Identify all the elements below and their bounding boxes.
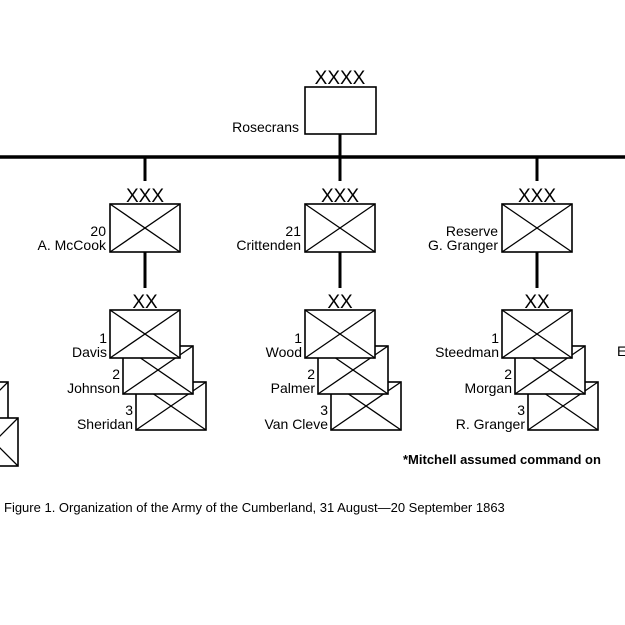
unit-cross-line [501, 309, 573, 359]
division-echelon-symbol: XX [132, 292, 158, 313]
corps-echelon-symbol: XXX [518, 186, 556, 207]
unit-cross-line [109, 203, 181, 253]
left-edge-fragment [0, 381, 19, 467]
army-commander-label: Rosecrans [232, 119, 299, 135]
army-unit-box [304, 86, 377, 135]
unit-cross-line [304, 309, 376, 359]
division-number-label: 3 [125, 402, 133, 418]
division-number-label: 2 [307, 366, 315, 382]
division-name-label: Davis [72, 344, 107, 360]
division-name-label: R. Granger [456, 416, 526, 432]
corps-number-label: 21 [285, 223, 301, 239]
unit-cross-line [514, 345, 586, 395]
unit-cross-line [317, 345, 389, 395]
division-name-label: Sheridan [77, 416, 133, 432]
corps-number-label: 20 [90, 223, 106, 239]
unit-cross-line [135, 381, 207, 431]
division-name-label: Morgan [465, 380, 512, 396]
unit-cross-line [109, 309, 181, 359]
corps-number-label: Reserve [446, 223, 498, 239]
division-number-label: 2 [112, 366, 120, 382]
unit-cross-line [122, 345, 194, 395]
division-number-label: 3 [320, 402, 328, 418]
division-name-label: Johnson [67, 380, 120, 396]
division-name-label: Steedman [435, 344, 499, 360]
division-echelon-symbol: XX [524, 292, 550, 313]
division-name-label: Wood [266, 344, 302, 360]
division-name-label: Van Cleve [264, 416, 328, 432]
corps-echelon-symbol: XXX [126, 186, 164, 207]
division-number-label: 1 [491, 330, 499, 346]
corps-commander-label: G. Granger [428, 237, 498, 253]
figure-caption: Figure 1. Organization of the Army of th… [4, 500, 505, 515]
division-number-label: 1 [99, 330, 107, 346]
unit-cross-line [527, 381, 599, 431]
division-number-label: 3 [517, 402, 525, 418]
unit-cross-line [304, 203, 376, 253]
corps-commander-label: A. McCook [38, 237, 107, 253]
unit-cross-line [330, 381, 402, 431]
division-name-label: Palmer [271, 380, 316, 396]
edge-fragment-label: E [617, 343, 625, 359]
footnote: *Mitchell assumed command on [403, 452, 601, 467]
unit-cross-line [501, 203, 573, 253]
corps-commander-label: Crittenden [236, 237, 301, 253]
division-number-label: 1 [294, 330, 302, 346]
army-echelon-symbol: XXXX [315, 68, 366, 89]
division-number-label: 2 [504, 366, 512, 382]
corps-echelon-symbol: XXX [321, 186, 359, 207]
division-echelon-symbol: XX [327, 292, 353, 313]
